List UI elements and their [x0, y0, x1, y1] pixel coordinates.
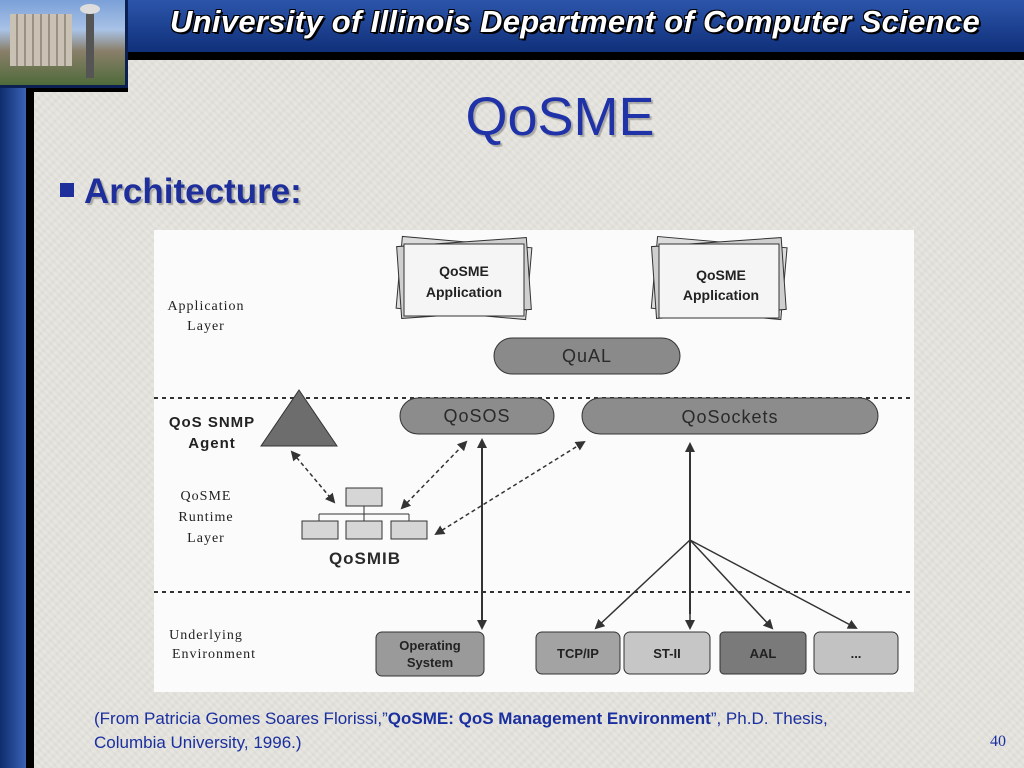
qosme-application-2: QoSME Application [650, 235, 788, 321]
label-runtime-1: QoSME [181, 489, 232, 504]
app1-line1: QoSME [439, 263, 489, 279]
qual-label: QuAL [562, 346, 612, 366]
label-runtime-2: Runtime [178, 510, 233, 525]
architecture-diagram: Application Layer QoS SNMP Agent QoSME R… [154, 230, 914, 692]
qosos-pill [399, 397, 555, 435]
arrow-to-more [689, 539, 858, 629]
aal-label: AAL [750, 646, 777, 661]
qosos-label: QoSOS [443, 406, 510, 426]
arrow-snmp-mib [290, 450, 336, 504]
citation-line2: Columbia University, 1996.) [94, 733, 302, 752]
bullet-architecture: Architecture: [84, 172, 302, 211]
more-box [813, 631, 899, 675]
arrow-to-tcpip [594, 539, 691, 630]
campus-building-photo [0, 0, 128, 88]
citation-prefix: (From Patricia Gomes Soares Florissi,” [94, 709, 388, 728]
tcpip-box [535, 631, 621, 675]
frame-top-line [128, 52, 1024, 60]
label-underlying-1: Underlying [169, 628, 243, 643]
frame-left-line [26, 92, 34, 768]
more-label: ... [851, 646, 862, 661]
st2-box [623, 631, 711, 675]
slide-title: QoSME [465, 87, 655, 147]
label-runtime-3: Layer [187, 531, 225, 546]
app1-line2: Application [426, 284, 502, 300]
label-application-1: Application [167, 299, 244, 314]
qosmib-tree [301, 487, 428, 540]
aal-box [719, 631, 807, 675]
label-application-2: Layer [187, 319, 225, 334]
app2-line1: QoSME [696, 267, 746, 283]
page-number: 40 [990, 733, 1006, 750]
tcpip-label: TCP/IP [557, 646, 599, 661]
header-title: University of Illinois Department of Com… [169, 4, 980, 39]
qosockets-pill [581, 397, 879, 435]
st2-label: ST-II [653, 646, 680, 661]
citation: (From Patricia Gomes Soares Florissi,”Qo… [94, 707, 994, 755]
os-line2: System [407, 655, 453, 670]
arrow-mib-qosos [400, 440, 468, 510]
citation-title: QoSME: QoS Management Environment [387, 709, 711, 728]
operating-system-box [375, 631, 485, 677]
qosme-application-1: QoSME Application [395, 235, 533, 321]
qual-pill [493, 337, 681, 375]
qosmib-label: QoSMIB [329, 549, 401, 568]
bullet-square-icon [60, 183, 74, 197]
label-underlying-2: Environment [172, 647, 256, 662]
snmp-agent-triangle [260, 389, 338, 447]
os-line1: Operating [399, 638, 460, 653]
arrow-mib-qosockets [434, 440, 586, 536]
arrow-to-aal [689, 539, 774, 630]
citation-suffix: ”, Ph.D. Thesis, [710, 709, 828, 728]
app2-line2: Application [683, 287, 759, 303]
header-bar [0, 0, 1024, 52]
label-snmp-1: QoS SNMP [169, 414, 255, 431]
qosockets-label: QoSockets [681, 407, 778, 427]
left-accent-bar [0, 0, 26, 768]
label-snmp-2: Agent [188, 435, 236, 452]
